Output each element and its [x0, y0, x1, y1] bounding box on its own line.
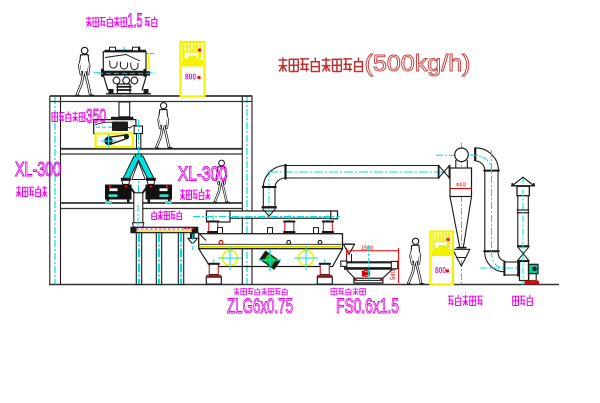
svg-text:ZLG6x0.75: ZLG6x0.75 [227, 295, 293, 318]
svg-text:800: 800 [185, 73, 196, 82]
svg-text:XL-300: XL-300 [178, 164, 228, 186]
svg-text:540: 540 [391, 269, 397, 280]
svg-text:(500kg/h): (500kg/h) [365, 50, 471, 76]
svg-text:Φ400: Φ400 [456, 182, 466, 188]
svg-text:1.5: 1.5 [128, 11, 143, 32]
svg-text:FS0.6x1.5: FS0.6x1.5 [336, 295, 399, 318]
svg-text:XL-300: XL-300 [15, 159, 61, 181]
svg-text:350: 350 [86, 107, 106, 128]
svg-text:1500: 1500 [361, 246, 374, 252]
svg-text:800: 800 [435, 266, 446, 275]
